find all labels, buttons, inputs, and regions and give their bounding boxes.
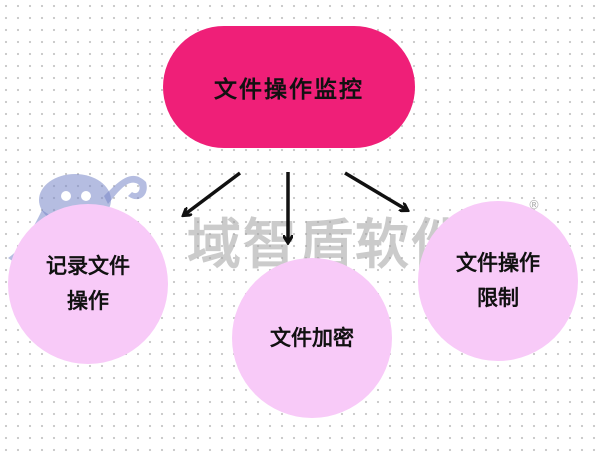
child-node-file-encryption: 文件加密	[232, 258, 392, 418]
child-node-label: 文件加密	[270, 325, 354, 350]
child-node-label: 操作	[67, 289, 109, 313]
child-node-label: 记录文件	[46, 254, 130, 279]
root-node-label: 文件操作监控	[214, 77, 364, 103]
arrow-to-record-operations	[184, 171, 242, 215]
child-node-label: 限制	[477, 286, 519, 310]
child-node-record-operations: 记录文件 操作	[8, 204, 168, 364]
child-node-label: 文件操作	[456, 251, 540, 276]
arrow-to-operation-restriction	[344, 171, 407, 210]
child-node-operation-restriction: 文件操作 限制	[418, 201, 578, 361]
root-node: 文件操作监控	[163, 26, 415, 148]
